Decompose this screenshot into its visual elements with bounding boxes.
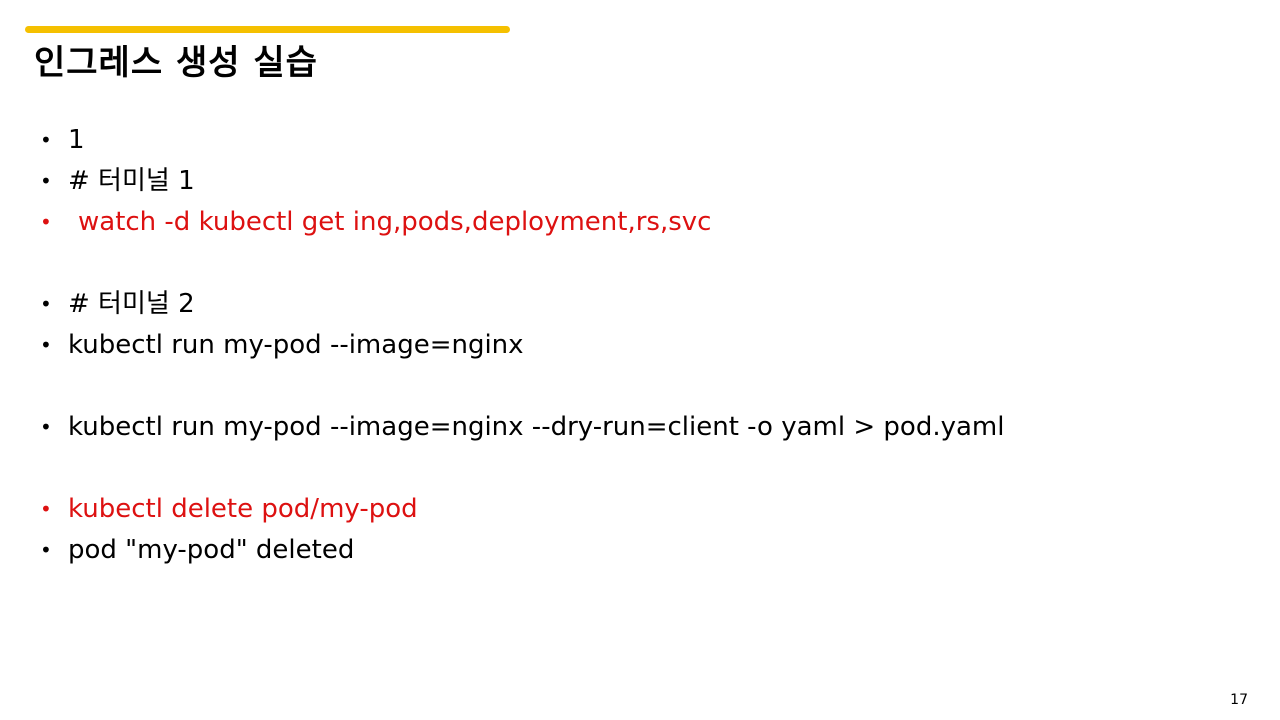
bullet-item: • # 터미널 2 <box>40 284 1004 325</box>
bullet-dot-icon: • <box>40 292 52 316</box>
bullet-dot-icon: • <box>40 415 52 439</box>
bullet-text: pod "my-pod" deleted <box>68 535 355 565</box>
bullet-item: • # 터미널 1 <box>40 161 1004 202</box>
bullet-dot-icon: • <box>40 497 52 521</box>
page-number: 17 <box>1230 692 1248 708</box>
bullet-item: • kubectl run my-pod --image=nginx <box>40 325 1004 366</box>
bullet-text: kubectl delete pod/my-pod <box>68 494 418 524</box>
bullet-dot-icon: • <box>40 169 52 193</box>
bullet-text: watch -d kubectl get ing,pods,deployment… <box>78 207 712 237</box>
bullet-item: • pod "my-pod" deleted <box>40 530 1004 571</box>
bullet-dot-icon: • <box>40 538 52 562</box>
bullet-list: • 1 • # 터미널 1 • watch -d kubectl get ing… <box>40 120 1004 571</box>
bullet-text: # 터미널 2 <box>68 289 195 319</box>
spacer <box>40 366 1004 407</box>
bullet-item: • watch -d kubectl get ing,pods,deployme… <box>40 202 1004 243</box>
title-accent-bar <box>25 26 510 33</box>
spacer <box>40 243 1004 284</box>
slide-title: 인그레스 생성 실습 <box>34 43 318 83</box>
bullet-text: kubectl run my-pod --image=nginx --dry-r… <box>68 412 1005 442</box>
bullet-dot-icon: • <box>40 333 52 357</box>
bullet-dot-icon: • <box>40 128 52 152</box>
bullet-dot-icon: • <box>40 210 52 234</box>
bullet-item: • kubectl delete pod/my-pod <box>40 489 1004 530</box>
bullet-text: # 터미널 1 <box>68 166 195 196</box>
bullet-text: kubectl run my-pod --image=nginx <box>68 330 524 360</box>
bullet-item: • 1 <box>40 120 1004 161</box>
bullet-item: • kubectl run my-pod --image=nginx --dry… <box>40 407 1004 448</box>
bullet-text: 1 <box>68 125 85 155</box>
spacer <box>40 448 1004 489</box>
